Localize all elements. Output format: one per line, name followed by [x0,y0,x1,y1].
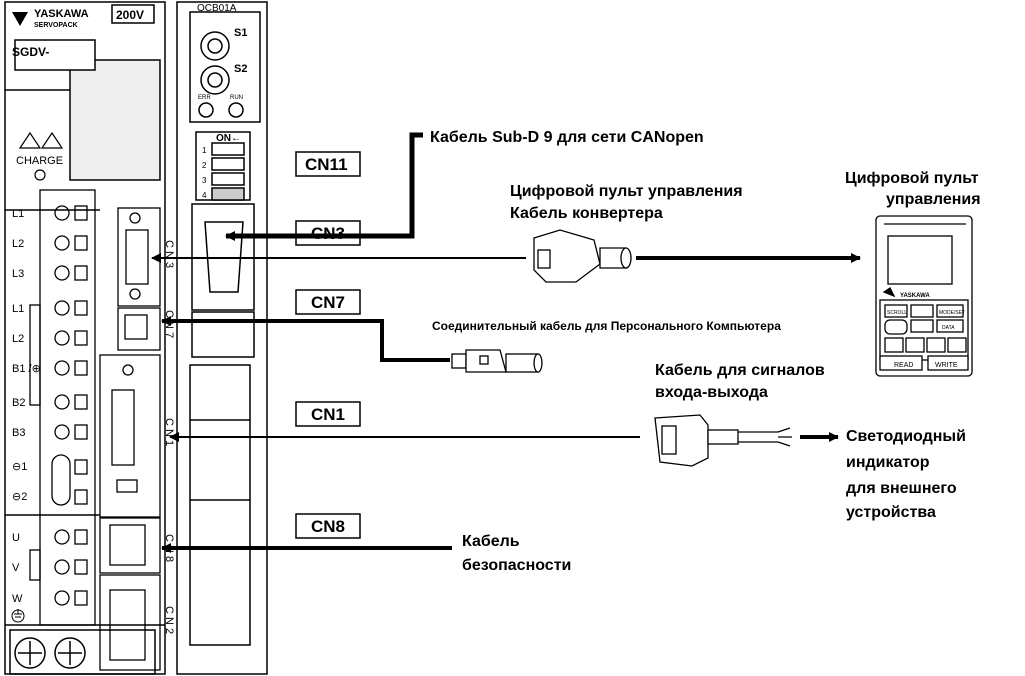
led-err-label: ERR [198,95,211,101]
led-indicator-line2: индикатор [846,454,930,471]
io-cable-connector-icon [654,414,792,467]
dip-number: 3 [202,176,207,185]
charge-icon [18,131,64,181]
terminal-label: B2 [12,397,25,409]
cn11-label: CN11 [305,155,348,174]
servopack-connectors [99,207,161,671]
canopen-cable-label: Кабель Sub-D 9 для сети CANopen [430,129,704,146]
led-indicator-line4: устройства [846,504,936,521]
pc-cable-icon [451,349,543,373]
cn7-label: CN7 [311,293,345,312]
operator-key-write: WRITE [935,362,958,369]
cable-lines [151,132,861,553]
ground-icon [11,609,25,623]
converter-cable-label-line2: Кабель конвертера [510,205,663,222]
safety-cable-label-line1: Кабель [462,533,520,550]
led-indicator-line3: для внешнего [846,480,957,497]
operator-title-line1: Цифровой пульт [845,170,979,187]
operator-title-line2: управления [886,191,981,208]
cn2-side-label: C N 2 [163,606,175,634]
charge-label: CHARGE [16,155,63,167]
terminal-label: L2 [12,333,24,345]
terminal-label: ⊖2 [12,491,27,503]
cn8-label: CN8 [311,517,345,536]
safety-cable-label-line2: безопасности [462,557,571,574]
terminal-label: L3 [12,268,24,280]
operator-brand: YASKAWA [900,293,930,299]
operator-key-data: DATA [942,325,955,331]
model-label: SGDV- [12,45,49,59]
terminal-label: V [12,562,20,574]
switch-s1-label: S1 [234,27,247,39]
panel-converter-cable-icon [533,229,632,283]
terminal-label: L1 [12,303,24,315]
pc-cable-label: Соединительный кабель для Персонального … [432,319,781,333]
dip-number: 2 [202,161,207,170]
digital-operator-device [875,215,973,377]
switch-s2-label: S2 [234,63,247,75]
cn-label-boxes [295,151,361,539]
option-module [176,1,268,675]
led-run-label: RUN [230,95,243,101]
cn1-label: CN1 [311,405,345,424]
operator-key-scroll: SCROLL [887,310,907,316]
terminal-label: L1 [12,208,24,220]
io-cable-label-line1: Кабель для сигналов [655,362,825,379]
converter-cable-label-line1: Цифровой пульт управления [510,183,743,200]
terminal-label: U [12,532,20,544]
terminal-label: L2 [12,238,24,250]
cn3-side-label: C N 3 [163,240,175,268]
yaskawa-logo-icon [12,12,28,26]
cn7-side-label: C N 7 [163,310,175,338]
cn1-side-label: C N 1 [163,418,175,446]
option-module-model: OCB01A [197,3,237,14]
operator-key-mode: MODE/SET [939,310,965,316]
servopack-brand: YASKAWA [34,8,89,20]
terminal-label: B3 [12,427,25,439]
terminal-label: B1 /⊕ [12,363,41,375]
voltage-badge: 200V [116,8,144,22]
dip-on-label: ON← [216,133,241,144]
servopack-unit [4,1,166,675]
dip-number: 1 [202,146,207,155]
terminal-label: W [12,593,23,605]
led-indicator-line1: Светодиодный [846,428,966,445]
terminal-label: ⊖1 [12,461,27,473]
servopack-series: SERVOPACK [34,22,78,29]
terminal-block [29,189,96,626]
dip-number: 4 [202,191,207,200]
operator-key-read: READ [894,362,913,369]
io-cable-label-line2: входа-выхода [655,384,768,401]
